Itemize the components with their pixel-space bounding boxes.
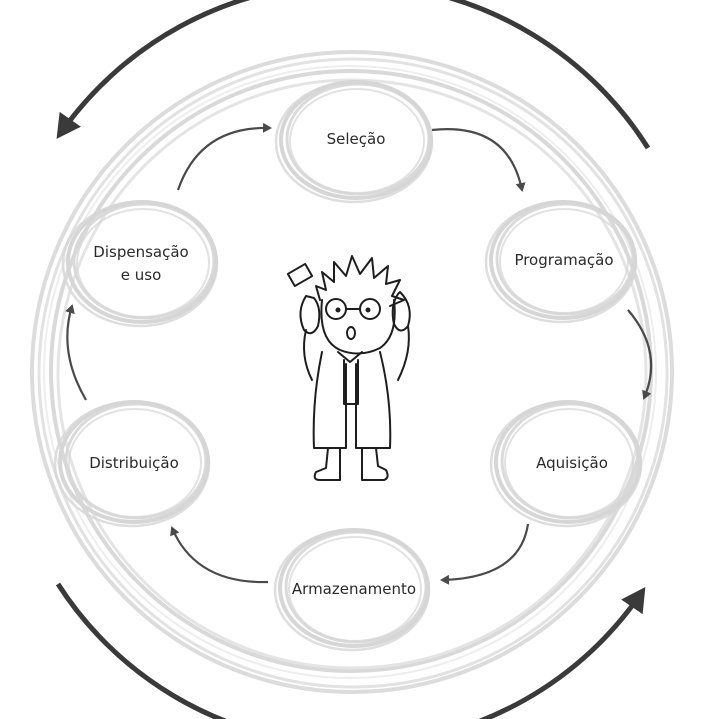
hair [315,255,405,307]
node-ring-programacao [484,200,638,324]
node-label-programacao: Programação [514,251,613,269]
node-ring-selecao [274,80,434,204]
left-leg [313,447,341,481]
inner-arrows [65,122,653,585]
node-ring-distribuicao [53,400,211,528]
left-hand [299,295,321,335]
node-labels: Seleção Programação Aquisição Armazename… [89,130,613,598]
right-arm [397,325,410,381]
mouth [346,326,356,340]
arrow-armazenamento-distribuicao [170,526,269,584]
node-label-dispensacao-line2: e uso [121,266,162,284]
right-leg [361,447,389,481]
node-ring-aquisicao [489,400,643,528]
node-ring-dispensacao [61,200,219,328]
node-label-distribuicao: Distribuição [89,454,179,472]
collar [337,351,363,363]
arrow-dispensacao-selecao [176,122,272,191]
node-label-dispensacao-line1: Dispensação [93,243,188,261]
left-arm [303,329,313,381]
arrow-aquisicao-armazenamento [440,523,530,585]
arrow-selecao-programacao [431,128,526,192]
node-ring-armazenamento [273,528,431,652]
outer-arrows [55,0,651,719]
shirt [343,359,359,405]
device [286,262,314,288]
outer-arrow-bottom [55,582,646,719]
arrow-distribuicao-dispensacao [65,304,87,401]
node-label-aquisicao: Aquisição [536,454,608,472]
outer-arrow-top [56,0,651,150]
lab-coat [312,351,392,449]
arrow-programacao-aquisicao [627,309,653,400]
stressed-pharmacist-illustration [286,255,411,481]
right-hand [391,291,411,332]
node-label-selecao: Seleção [327,130,386,148]
node-label-armazenamento: Armazenamento [292,580,416,598]
